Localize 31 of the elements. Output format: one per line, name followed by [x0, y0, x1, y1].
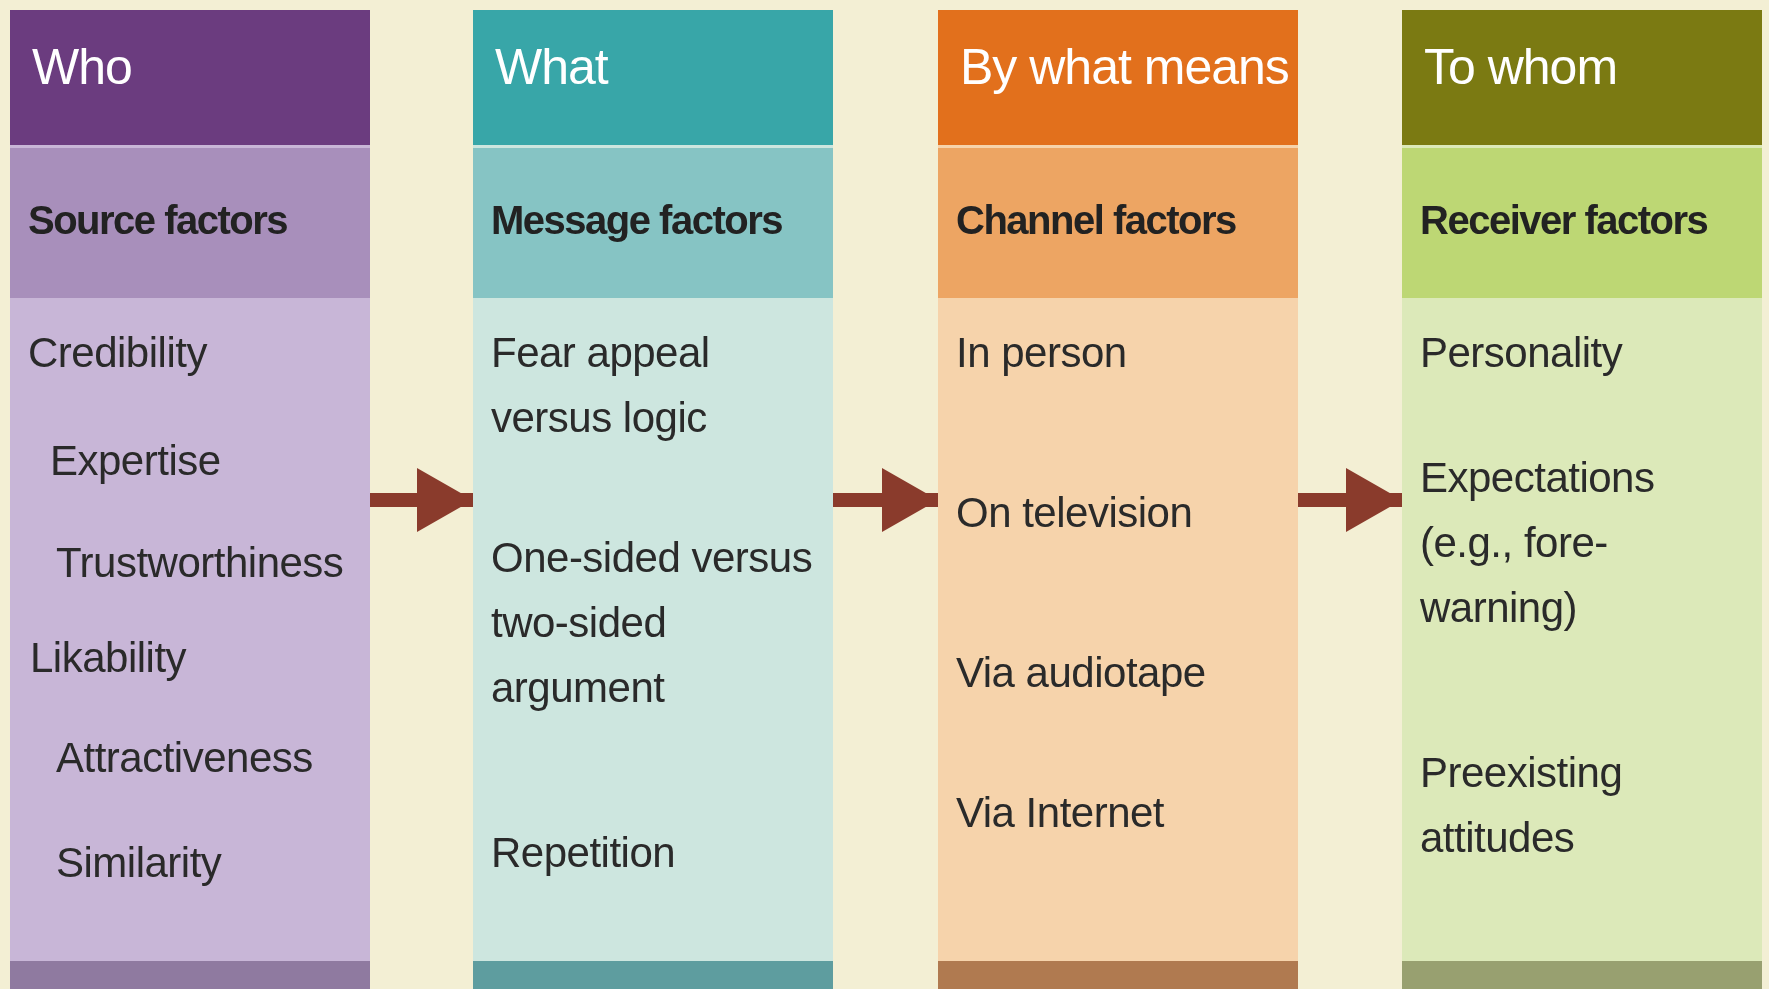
column-heading: Who	[10, 10, 370, 145]
factor-item: Personality	[1420, 328, 1624, 378]
column-heading: By what means	[938, 10, 1298, 145]
factor-item: One-sided versus two-sided argument	[491, 533, 814, 714]
factor-item: Expertise	[50, 436, 222, 486]
column-subheading: Channel factors	[938, 148, 1298, 298]
column-subheading: Source factors	[10, 148, 370, 298]
factor-item: Expectations (e.g., fore-warning)	[1420, 453, 1656, 634]
factor-item: Likability	[30, 633, 188, 683]
factor-item: Via Internet	[956, 788, 1166, 838]
column-subheading: Message factors	[473, 148, 833, 298]
factor-item: Preexisting attitudes	[1420, 748, 1624, 864]
factor-item: Attractiveness	[56, 733, 314, 783]
column-heading: What	[473, 10, 833, 145]
factor-item: Fear appeal versus logic	[491, 328, 711, 444]
factor-item: In person	[956, 328, 1128, 378]
column-panel	[938, 10, 1298, 989]
factor-item: Trustworthiness	[56, 538, 345, 588]
factor-item: Via audiotape	[956, 648, 1207, 698]
column-panel	[1402, 10, 1762, 989]
factor-item: On television	[956, 488, 1194, 538]
arrow	[1298, 468, 1402, 532]
factor-item: Repetition	[491, 828, 677, 878]
factor-item: Credibility	[28, 328, 209, 378]
column-subheading: Receiver factors	[1402, 148, 1762, 298]
factor-item: Similarity	[56, 838, 223, 888]
arrow	[833, 468, 938, 532]
column-panel	[473, 10, 833, 989]
arrow	[370, 468, 473, 532]
column-heading: To whom	[1402, 10, 1762, 145]
column-panel	[10, 10, 370, 989]
